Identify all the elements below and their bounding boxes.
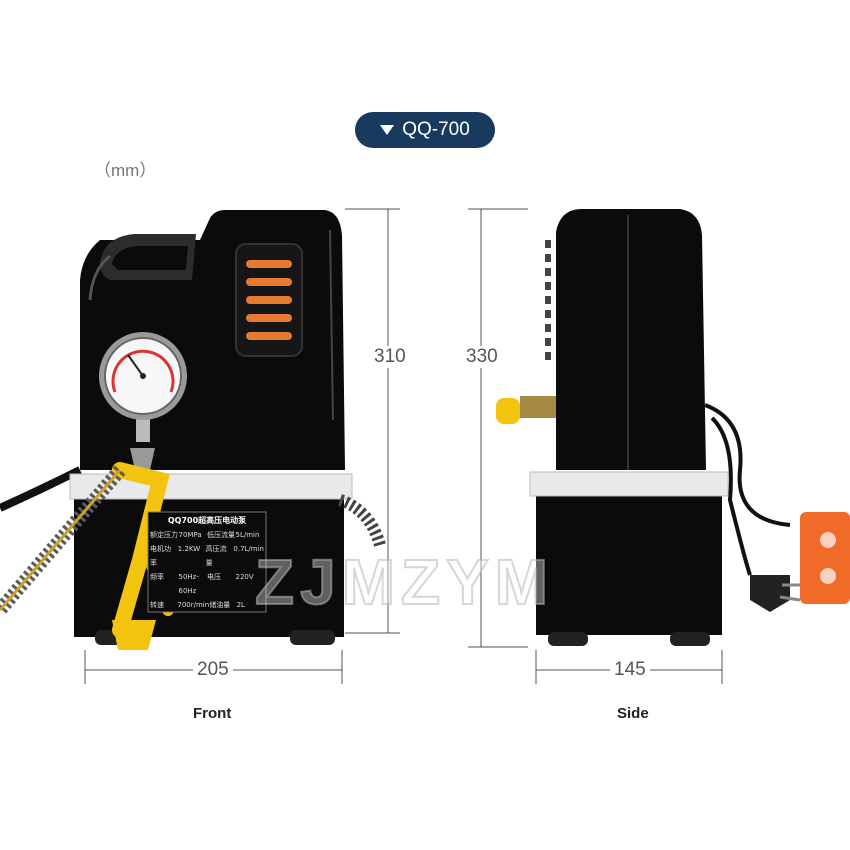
front-width-label: 205 (193, 659, 233, 681)
nameplate-cell: 1.2KW (177, 545, 201, 553)
remote-control-icon (800, 512, 850, 604)
nameplate-cell: 高压流量 (205, 545, 227, 567)
nameplate-cell: 220V (235, 573, 254, 581)
model-badge: QQ-700 (355, 112, 495, 148)
nameplate-cell: 0.7L/min (233, 545, 264, 553)
nameplate-cell: 电压 (207, 573, 221, 581)
side-width-label: 145 (610, 659, 650, 681)
side-caption: Side (617, 705, 649, 722)
nameplate-cell: 5L/min (235, 531, 260, 539)
nameplate-title: QQ700超高压电动泵 (167, 516, 247, 525)
nameplate-cell: 额定压力 (150, 531, 178, 539)
pressure-gauge-icon (99, 332, 187, 442)
nameplate-cell: 70MPa (178, 531, 202, 539)
nameplate-cell: 700r/min (177, 601, 210, 609)
cooling-vents (246, 260, 292, 340)
nameplate-row: 电机功率 1.2KW 高压流量 0.7L/min (150, 542, 264, 570)
unit-label: （mm） (94, 161, 157, 180)
power-plug-icon (750, 575, 805, 612)
nameplate-row: 频率 50Hz-60Hz 电压 220V (150, 570, 264, 598)
nameplate-cell: 低压流量 (207, 531, 235, 539)
model-label: QQ-700 (402, 119, 470, 140)
front-caption: Front (193, 705, 232, 722)
nameplate-cell: 储油量 (209, 601, 231, 609)
side-height-label: 330 (462, 346, 502, 368)
nameplate-cell: 电机功率 (150, 545, 171, 567)
side-view (496, 209, 850, 646)
brass-fitting (496, 396, 556, 424)
nameplate-cell: 2L (236, 601, 245, 609)
watermark: ZJMZYM (254, 545, 555, 619)
nameplate-cell: 频率 (150, 573, 164, 581)
front-view (0, 210, 386, 650)
nameplate-cell: 转速 (150, 601, 164, 609)
nameplate-cell: 50Hz-60Hz (178, 573, 199, 595)
triangle-down-icon (380, 125, 395, 135)
front-height-label: 310 (370, 346, 410, 368)
